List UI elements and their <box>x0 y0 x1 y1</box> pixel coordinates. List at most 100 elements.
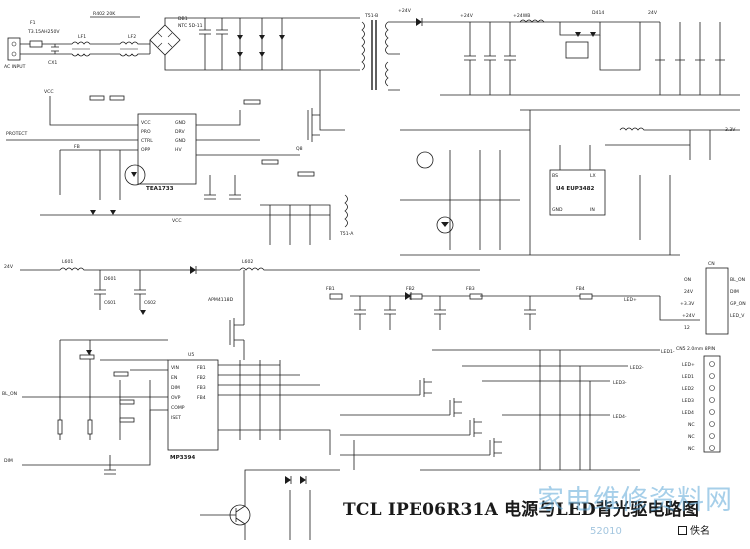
u5-pin-fb1: FB1 <box>197 365 206 371</box>
fuse-f1 <box>29 40 43 48</box>
ntc-label: NTC 5D-11 <box>178 23 203 29</box>
tea-pin-ctrl: CTRL <box>141 138 153 144</box>
cn-pin-24vb: +24V <box>682 313 696 319</box>
tea-pin-drv: DRV <box>175 129 185 135</box>
db1-label: DB1 <box>178 16 188 22</box>
c601-label: C601 <box>104 300 116 306</box>
u4-pin-lx: LX <box>590 173 596 179</box>
tea-pin-pro: PRO <box>141 129 151 135</box>
tea1733-name: TEA1733 <box>146 186 174 192</box>
mosfet-label: Q8 <box>296 146 303 152</box>
switch-mosfet-label: APM4118D <box>208 297 234 303</box>
bl-on-label: BL_ON <box>2 391 17 397</box>
led2-label: LED2- <box>630 365 644 371</box>
fb3-bead <box>469 293 483 300</box>
fb2-bead <box>409 293 423 300</box>
led-channel-mosfets <box>419 378 502 457</box>
cn-right-dim: DIM <box>730 289 739 295</box>
u5-pin-dim: DIM <box>171 385 180 391</box>
cn5-pin-led2: LED2 <box>682 386 694 392</box>
controller-ic-tea1733: TEA1733 VCC PRO CTRL OPP GND DRV GND HV <box>137 113 197 192</box>
optocoupler <box>124 164 146 186</box>
cn-label: CN <box>708 261 715 267</box>
fb4-bead <box>579 293 593 300</box>
u5-small-parts <box>57 310 146 475</box>
output-capacitors <box>464 22 516 95</box>
signature-text: 佚名 <box>690 526 710 537</box>
tea-pin-vcc: VCC <box>141 120 151 126</box>
signature: 佚名 <box>678 522 710 537</box>
l601-label: L601 <box>62 259 73 265</box>
cn-pin-24v: 24V <box>684 289 694 295</box>
cx1-label: CX1 <box>48 60 57 66</box>
cn5-pin-led1: LED1 <box>682 374 694 380</box>
cn-pin-on: ON <box>684 277 691 283</box>
u4-pin-gnd: GND <box>552 207 563 213</box>
cn-right-ledv: LED_V <box>730 313 745 319</box>
c602-label: C602 <box>144 300 156 306</box>
fb1-bead <box>329 293 343 300</box>
u5-pin-ovp: OVP <box>171 395 181 401</box>
cn5-pin-led4: LED4 <box>682 410 694 416</box>
d414-label: D414 <box>592 10 604 16</box>
cn-pin-33v: +3.3V <box>680 301 695 307</box>
ac-input-connector: AC INPUT <box>4 37 26 70</box>
boost-output-stage <box>94 266 536 330</box>
cn5-pin-nc2: NC <box>688 434 695 440</box>
lf1-label: LF1 <box>78 34 86 40</box>
rail-24v-right-label: 24V <box>648 10 658 16</box>
u5-pin-iset: ISET <box>171 415 181 421</box>
rail-24v-label: +24V <box>398 8 412 14</box>
u4-pin-bs: BS <box>552 173 558 179</box>
regulator-tl431 <box>416 151 454 234</box>
cn5-pin-ledplus: LED+ <box>682 362 695 368</box>
tea-pin-gnd2: GND <box>175 138 186 144</box>
cn-pin-12: 12 <box>684 325 690 331</box>
vcc-label: VCC <box>44 89 54 95</box>
led3-label: LED3- <box>613 380 627 386</box>
fuse-f1-label: F1 <box>30 20 36 26</box>
cn5-pin-nc1: NC <box>688 422 695 428</box>
fb3-label: FB3 <box>466 286 475 292</box>
rail-24wb-label: +24WB <box>513 13 530 19</box>
fb2-label: FB2 <box>406 286 415 292</box>
u5-pin-fb2: FB2 <box>197 375 206 381</box>
u5-pin-comp: COMP <box>171 405 185 411</box>
tea-pin-opp: OPP <box>141 147 150 153</box>
snubber-network <box>237 18 285 70</box>
connector-cn-power: CN ON 24V +3.3V +24V 12 BL_ON DIM GP_ON … <box>680 261 746 335</box>
u5-pin-en: EN <box>171 375 177 381</box>
rail-24vb-label: +24V <box>460 13 474 19</box>
bottom-24v-label: 24V <box>4 264 14 270</box>
d601-label: D601 <box>104 276 116 282</box>
ac-input-label: AC INPUT <box>4 64 26 70</box>
choke-lf2 <box>119 41 150 57</box>
transformer-t51 <box>361 20 389 90</box>
primary-small-parts <box>89 95 315 215</box>
u5-pin-vin: VIN <box>171 365 179 371</box>
boost-mosfet <box>229 270 245 360</box>
t51b-label: T51-B <box>364 13 378 19</box>
led-driver-ic-u5: U5 MP3394 VIN EN DIM OVP COMP ISET FB1 F… <box>167 352 219 461</box>
t51a-label: T51-A <box>339 231 354 237</box>
protect-label: PROTECT <box>6 131 27 137</box>
buck-converter-u4: U4 EUP3482 BS LX GND IN <box>549 169 606 216</box>
u5-pin-fb3: FB3 <box>197 385 206 391</box>
tea-pin-hv: HV <box>175 147 182 153</box>
fuse-f1-value: T3.15AH250V <box>27 29 60 35</box>
watermark-site: 家电维修资料网 <box>537 485 733 516</box>
u4-pin-in: IN <box>590 207 595 213</box>
u5-name: MP3394 <box>170 455 195 461</box>
choke-lf1 <box>71 41 100 57</box>
fb-label: FB <box>74 144 80 150</box>
checkbox-icon <box>678 526 687 535</box>
cn5-pin-led3: LED3 <box>682 398 694 404</box>
connector-cn5-led: CN5 2.0mm 8PIN LED+ LED1 LED2 LED3 LED4 … <box>676 346 721 453</box>
u5-label: U5 <box>188 352 194 358</box>
fb4-label: FB4 <box>576 286 585 292</box>
led4-label: LED4- <box>613 414 627 420</box>
cn-right-blon: BL_ON <box>730 277 745 283</box>
led-plus-label: LED+ <box>624 297 637 303</box>
r402-label: R402 20K <box>93 11 116 17</box>
